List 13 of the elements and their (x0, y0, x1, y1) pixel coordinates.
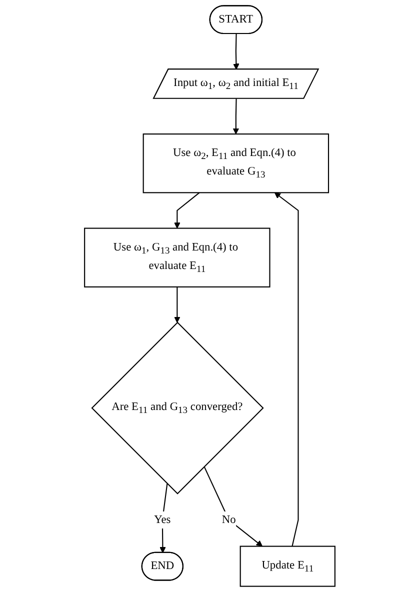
node-box: Use ω$_{1}$, G$_{13}$ and Eqn.(4) to evaluate E$_{11}$ (84, 228, 270, 288)
arrow (232, 34, 240, 70)
arrow (159, 484, 168, 554)
arrow (232, 98, 239, 134)
edge-label: No (222, 514, 236, 526)
node-box: Update E$_{11}$ (240, 546, 336, 587)
arrow (174, 192, 200, 229)
node-box: Use ω$_{2}$, E$_{11}$ and Eqn.(4) to evaluate G$_{13}$ (142, 133, 329, 194)
node-diamond: Are E$_{11}$ and G$_{13}$ converged? (90, 322, 264, 494)
arrow (174, 286, 180, 323)
arrow (274, 192, 299, 546)
edge-label: Yes (154, 514, 170, 526)
arrow (203, 466, 262, 547)
